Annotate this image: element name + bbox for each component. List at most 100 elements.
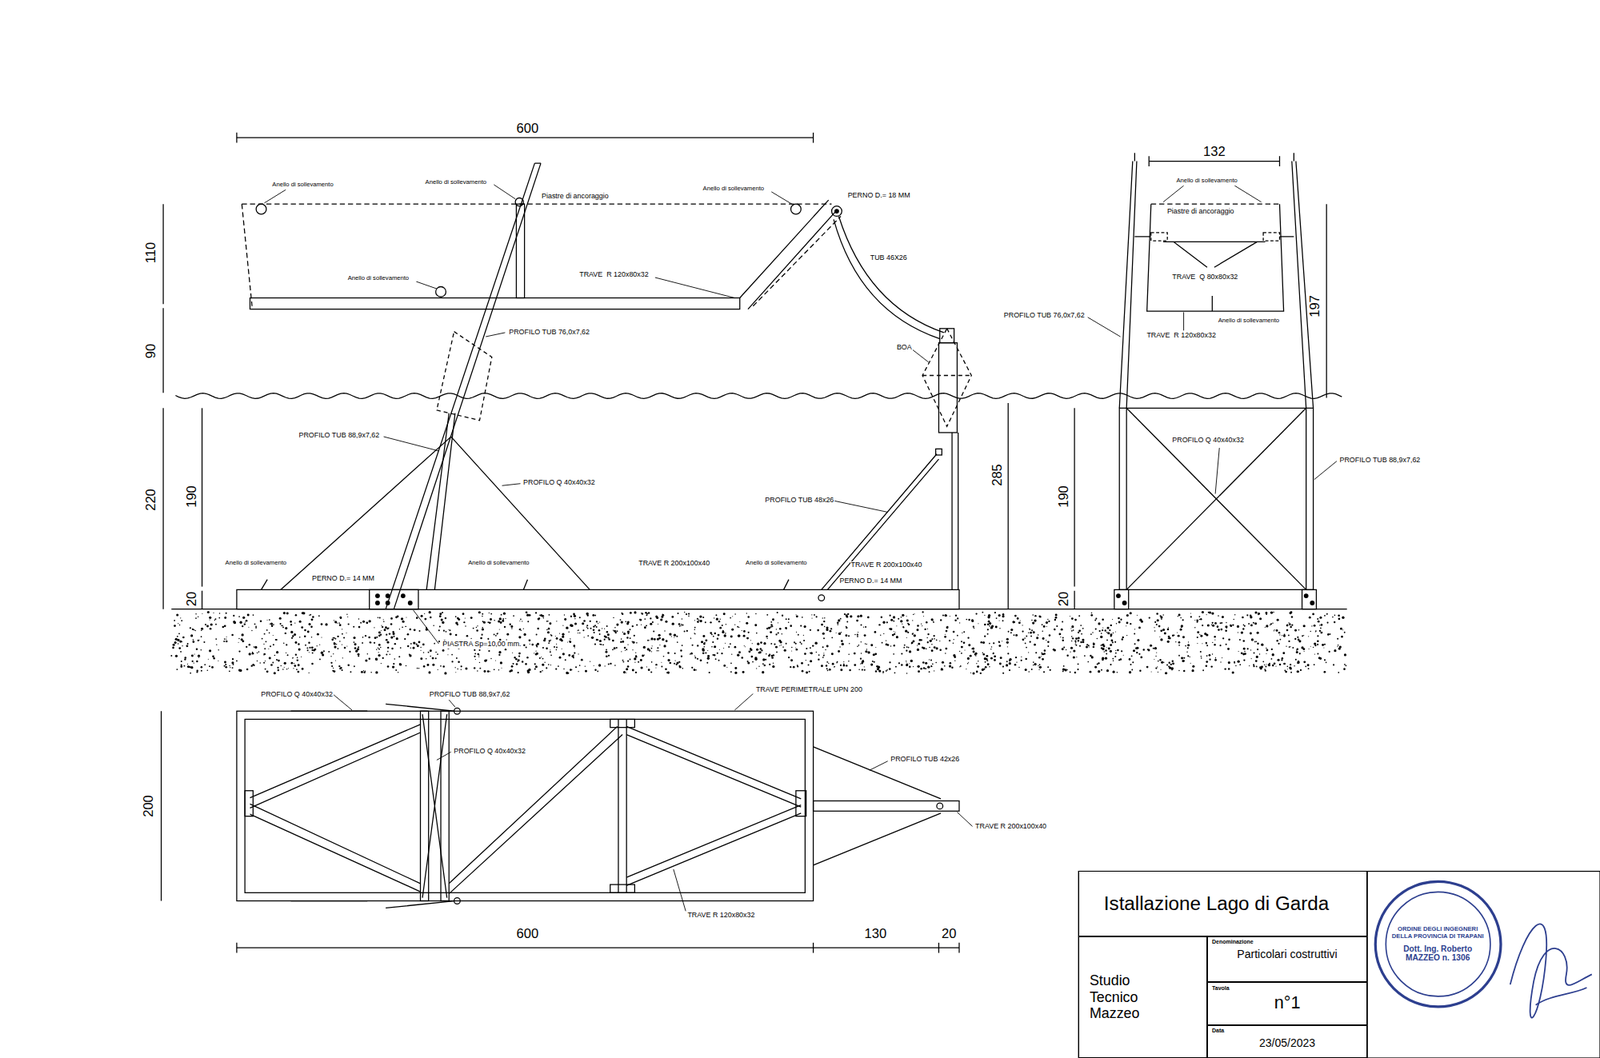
lake-bed-part bbox=[1220, 644, 1222, 647]
lake-bed-part bbox=[644, 626, 647, 629]
lake-bed-part bbox=[716, 652, 719, 655]
lake-bed-part bbox=[1183, 670, 1185, 672]
lake-bed-part bbox=[845, 614, 848, 617]
lake-bed-part bbox=[928, 671, 931, 673]
lake-bed-part bbox=[684, 631, 686, 633]
lake-bed-part bbox=[875, 670, 877, 672]
lake-bed-part bbox=[1029, 632, 1032, 635]
lake-bed-part bbox=[829, 630, 832, 633]
lake-bed-part bbox=[1343, 668, 1346, 671]
lake-bed-part bbox=[319, 644, 320, 646]
lake-bed-part bbox=[696, 658, 699, 660]
lake-bed-part bbox=[573, 652, 576, 654]
lake-bed-part bbox=[378, 631, 381, 634]
lake-bed-part bbox=[633, 611, 636, 614]
lake-bed-part bbox=[504, 648, 507, 651]
lake-bed-part bbox=[1074, 672, 1076, 674]
lake-bed-part bbox=[1108, 629, 1111, 632]
lake-bed-part bbox=[268, 619, 271, 621]
lake-bed-part bbox=[320, 636, 322, 638]
lake-bed-part bbox=[425, 658, 428, 660]
lake-bed-part bbox=[930, 660, 932, 662]
lake-bed-part bbox=[569, 668, 572, 672]
lake-bed-part bbox=[1259, 653, 1260, 655]
lake-bed-part bbox=[1326, 613, 1328, 616]
lake-bed-part bbox=[1143, 648, 1145, 651]
lake-bed-part bbox=[448, 629, 451, 632]
lake-bed-part bbox=[921, 647, 924, 649]
lake-bed-part bbox=[438, 629, 440, 632]
lake-bed-part bbox=[975, 612, 977, 615]
lake-bed-part bbox=[476, 627, 477, 628]
lake-bed-part bbox=[604, 639, 606, 641]
lake-bed-part bbox=[433, 643, 436, 645]
lake-bed-part bbox=[1014, 615, 1017, 618]
lake-bed-part bbox=[1242, 653, 1245, 656]
lake-bed-part bbox=[844, 634, 848, 637]
lake-bed-part bbox=[976, 663, 977, 664]
lake-bed-part bbox=[1273, 662, 1276, 665]
lake-bed-part bbox=[784, 627, 788, 630]
lake-bed-part bbox=[1273, 629, 1275, 631]
lake-bed-part bbox=[529, 644, 531, 645]
lake-bed-part bbox=[690, 652, 693, 656]
lake-bed-part bbox=[464, 625, 466, 627]
lake-bed-part bbox=[568, 632, 570, 634]
lake-bed-part bbox=[694, 627, 696, 629]
lake-bed-part bbox=[772, 618, 775, 621]
lake-bed-part bbox=[843, 664, 846, 668]
lake-bed-part bbox=[745, 622, 748, 625]
lake-bed-part bbox=[562, 625, 564, 627]
lake-bed-part bbox=[1154, 647, 1157, 650]
lake-bed-part bbox=[883, 633, 884, 635]
lake-bed-part bbox=[408, 654, 411, 656]
lake-bed-part bbox=[1207, 624, 1210, 627]
lake-bed-part bbox=[780, 644, 782, 646]
lake-bed-part bbox=[256, 652, 258, 654]
lake-bed-part bbox=[956, 635, 959, 637]
lake-bed-part bbox=[1213, 636, 1216, 638]
lake-bed-part bbox=[589, 620, 592, 623]
lake-bed-part bbox=[311, 663, 313, 665]
lake-bed-part bbox=[746, 637, 749, 640]
lake-bed-part bbox=[1039, 616, 1042, 619]
lake-bed-part bbox=[1160, 661, 1164, 664]
lake-bed-part bbox=[826, 644, 829, 648]
lake-bed-part bbox=[1104, 657, 1108, 660]
lake-bed-part bbox=[353, 665, 356, 668]
lake-bed-part bbox=[358, 626, 361, 629]
lake-bed-part bbox=[931, 639, 933, 641]
lake-bed-part bbox=[1192, 665, 1195, 668]
lake-bed-part bbox=[1039, 664, 1041, 666]
lake-bed-part bbox=[289, 620, 292, 624]
lake-bed-part bbox=[1315, 632, 1316, 633]
lake-bed-part bbox=[648, 612, 650, 614]
lake-bed-part bbox=[1247, 648, 1249, 650]
lake-bed-part bbox=[932, 663, 934, 665]
lake-bed-part bbox=[1118, 621, 1121, 624]
lake-bed-part bbox=[931, 649, 934, 652]
lake-bed-part bbox=[1312, 647, 1314, 648]
lake-bed-part bbox=[721, 631, 724, 634]
lake-bed-part bbox=[181, 641, 183, 643]
lake-bed-part bbox=[606, 625, 608, 628]
lake-bed-part bbox=[1311, 625, 1312, 627]
lake-bed-part bbox=[299, 636, 301, 639]
lake-bed-part bbox=[1094, 666, 1097, 669]
lake-bed-part bbox=[987, 616, 990, 619]
lake-bed-part bbox=[1033, 663, 1036, 666]
lake-bed-part bbox=[222, 626, 224, 628]
lake-bed-part bbox=[1206, 644, 1208, 647]
lake-bed-part bbox=[348, 623, 350, 625]
lake-bed-part bbox=[1120, 650, 1123, 652]
lake-bed-part bbox=[464, 617, 466, 619]
lake-bed-part bbox=[1101, 657, 1104, 660]
lake-bed-part bbox=[1328, 651, 1331, 653]
lake-bed-part bbox=[992, 642, 995, 644]
lake-bed-part bbox=[959, 651, 960, 652]
lake-bed-part bbox=[872, 660, 874, 663]
lake-bed-part bbox=[375, 671, 378, 674]
lake-bed-part bbox=[583, 620, 586, 623]
lake-bed-part bbox=[620, 619, 622, 621]
lake-bed-part bbox=[1205, 642, 1208, 644]
